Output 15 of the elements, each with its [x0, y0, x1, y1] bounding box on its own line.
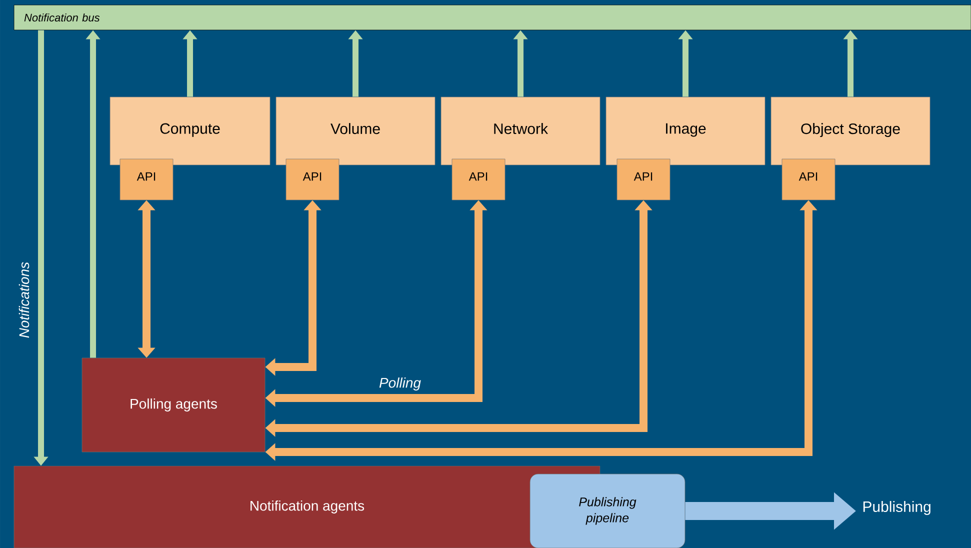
service-box: Image [606, 96, 766, 166]
edge-label: Polling [379, 377, 421, 391]
agent-box: Polling agents [82, 358, 266, 452]
api-box: API [286, 158, 340, 200]
service-box: Volume [276, 96, 436, 166]
api-box: API [616, 158, 670, 200]
api-box: API [782, 158, 836, 200]
pipeline-box: Publishing pipeline [530, 474, 686, 548]
service-box: Object Storage [770, 96, 930, 166]
api-box: API [452, 158, 506, 200]
service-box: Network [440, 96, 600, 166]
service-box: Compute [110, 96, 270, 166]
text-label: Publishing [863, 501, 930, 515]
edge-label: Notifications [18, 262, 30, 338]
api-box: API [120, 158, 174, 200]
